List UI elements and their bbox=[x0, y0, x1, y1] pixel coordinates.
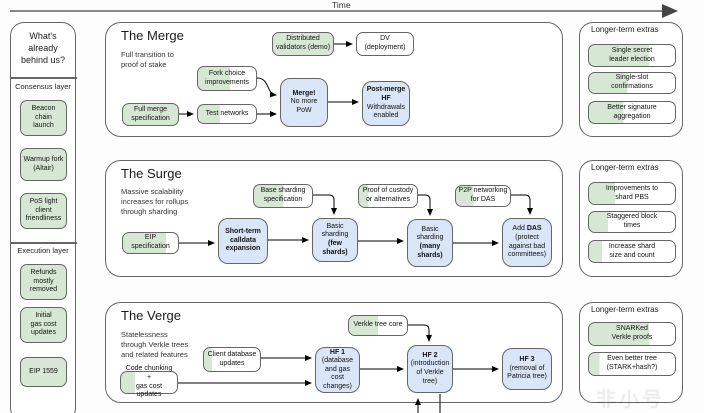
verge-subtitle: Statelessness through Verkle trees and r… bbox=[121, 330, 189, 359]
box-proof-of-custody: Proof of custody or alternatives bbox=[358, 184, 418, 208]
box-beacon-chain-launch: Beacon chain launch bbox=[20, 100, 67, 136]
box-label: Base sharding specification bbox=[260, 187, 306, 203]
box-pos-light-client: PoS light client friendliness bbox=[20, 193, 67, 229]
box-short-term-calldata: Short-term calldata expansion bbox=[218, 218, 268, 264]
box-single-secret-leader: Single secret leader election bbox=[588, 44, 676, 67]
box-initial-gas-cost: Initial gas cost updates bbox=[20, 307, 67, 343]
merge-extras-title: Longer-term extras bbox=[591, 25, 659, 34]
box-dv-deployment: DV (deployment) bbox=[356, 32, 414, 56]
box-label: DV (deployment) bbox=[364, 35, 406, 51]
box-add-das: Add DAS (protect against bad committees) bbox=[502, 218, 552, 267]
box-test-networks: Test networks bbox=[197, 104, 257, 124]
surge-extras-title: Longer-term extras bbox=[591, 163, 659, 172]
box-label: Staggered block times bbox=[606, 213, 658, 229]
box-label: Code chunking + gas cost updates bbox=[125, 365, 173, 399]
box-label: Increase shard size and count bbox=[608, 242, 656, 259]
box-eip-specification: EIP specification bbox=[122, 232, 179, 254]
box-refunds-removed: Refunds mostly removed bbox=[20, 264, 67, 300]
verge-title: The Verge bbox=[121, 308, 181, 323]
surge-subtitle: Massive scalability increases for rollup… bbox=[121, 187, 189, 216]
consensus-layer-label: Consensus layer bbox=[15, 82, 71, 91]
box-label: Test networks bbox=[205, 109, 249, 117]
box-label: Distributed validators (demo) bbox=[275, 35, 331, 51]
timeline-label: Time bbox=[332, 0, 351, 10]
merge-title: The Merge bbox=[121, 28, 184, 43]
box-basic-sharding-few: Basic sharding (few shards) bbox=[312, 218, 358, 262]
box-better-signature-aggregation: Better signature aggregation bbox=[588, 101, 676, 124]
box-label: Proof of custody or alternatives bbox=[362, 187, 414, 203]
box-label: Even better tree (STARK+hash?) bbox=[606, 355, 658, 371]
box-p2p-networking-das: P2P networking for DAS bbox=[455, 185, 511, 207]
box-single-slot-confirmations: Single-slot confirmations bbox=[588, 72, 676, 94]
box-label: Basic sharding (few shards) bbox=[321, 222, 349, 256]
box-hf2: HF 2 (introduction of Verkle tree) bbox=[407, 345, 453, 393]
sidebar-divider bbox=[10, 242, 77, 244]
surge-title: The Surge bbox=[121, 166, 182, 181]
box-label: Fork choice improvements bbox=[205, 69, 249, 86]
box-label: Add DAS (protect against bad committees) bbox=[507, 225, 547, 259]
box-label: P2P networking for DAS bbox=[458, 187, 508, 203]
box-even-better-tree: Even better tree (STARK+hash?) bbox=[588, 352, 676, 376]
box-label: Warmup fork (Altair) bbox=[23, 155, 64, 172]
sidebar-divider bbox=[10, 77, 77, 79]
box-eip-1559: EIP 1559 bbox=[20, 357, 67, 387]
box-base-sharding-spec: Base sharding specification bbox=[253, 184, 313, 208]
box-label: HF 2 (introduction of Verkle tree) bbox=[410, 351, 450, 385]
box-label: Verkle tree core bbox=[353, 321, 403, 329]
box-label: Initial gas cost updates bbox=[30, 312, 57, 337]
box-improvements-shard-pbs: Improvements to shard PBS bbox=[588, 182, 676, 205]
execution-layer-label: Execution layer bbox=[17, 246, 69, 255]
sidebar-title: What's already behind us? bbox=[20, 31, 66, 66]
box-full-merge-spec: Full merge specification bbox=[122, 103, 179, 126]
section-the-merge bbox=[105, 22, 563, 137]
box-label: Merge! No more PoW bbox=[290, 89, 318, 114]
box-label: Improvements to shard PBS bbox=[605, 184, 659, 201]
box-label: Better signature aggregation bbox=[607, 103, 657, 120]
box-label: EIP specification bbox=[131, 234, 170, 250]
box-label: SNARKed Verkle proofs bbox=[611, 325, 653, 341]
box-label: Basic sharding (many shards) bbox=[416, 225, 444, 259]
box-label: Refunds mostly removed bbox=[29, 269, 58, 294]
box-label: Single-slot confirmations bbox=[611, 74, 653, 90]
watermark: 非小号 bbox=[596, 389, 665, 411]
merge-subtitle: Full transition to proof of stake bbox=[121, 50, 174, 69]
box-fork-choice: Fork choice improvements bbox=[197, 66, 257, 91]
box-code-chunking: Code chunking + gas cost updates bbox=[120, 365, 178, 398]
box-warmup-fork-altair: Warmup fork (Altair) bbox=[20, 148, 67, 181]
box-label: EIP 1559 bbox=[29, 367, 58, 375]
box-client-database-updates: Client database updates bbox=[203, 347, 261, 372]
box-distributed-validators: Distributed validators (demo) bbox=[272, 32, 334, 56]
box-label: Short-term calldata expansion bbox=[225, 228, 261, 253]
box-label: HF 3 (removal of Patricia tree) bbox=[507, 356, 547, 381]
box-label: Client database updates bbox=[207, 350, 257, 367]
box-staggered-block-times: Staggered block times bbox=[588, 211, 676, 233]
verge-extras-title: Longer-term extras bbox=[591, 305, 659, 314]
box-verkle-tree-core: Verkle tree core bbox=[348, 315, 408, 336]
box-basic-sharding-many: Basic sharding (many shards) bbox=[407, 219, 453, 267]
box-label: PoS light client friendliness bbox=[25, 198, 62, 223]
box-label: Single secret leader election bbox=[609, 46, 655, 63]
box-label: HF 1 (database and gas cost changes) bbox=[321, 348, 354, 390]
box-post-merge-hf: Post-merge HF Withdrawals enabled bbox=[362, 81, 410, 126]
box-merge-hf: Merge! No more PoW bbox=[280, 78, 328, 127]
box-snarked-verkle-proofs: SNARKed Verkle proofs bbox=[588, 322, 676, 346]
box-increase-shard-size: Increase shard size and count bbox=[588, 240, 676, 263]
box-label: Full merge specification bbox=[131, 105, 170, 122]
box-label: Post-merge HF Withdrawals enabled bbox=[366, 86, 406, 120]
box-label: Beacon chain launch bbox=[31, 105, 56, 130]
box-hf1: HF 1 (database and gas cost changes) bbox=[315, 347, 360, 393]
box-hf3: HF 3 (removal of Patricia tree) bbox=[502, 348, 552, 390]
